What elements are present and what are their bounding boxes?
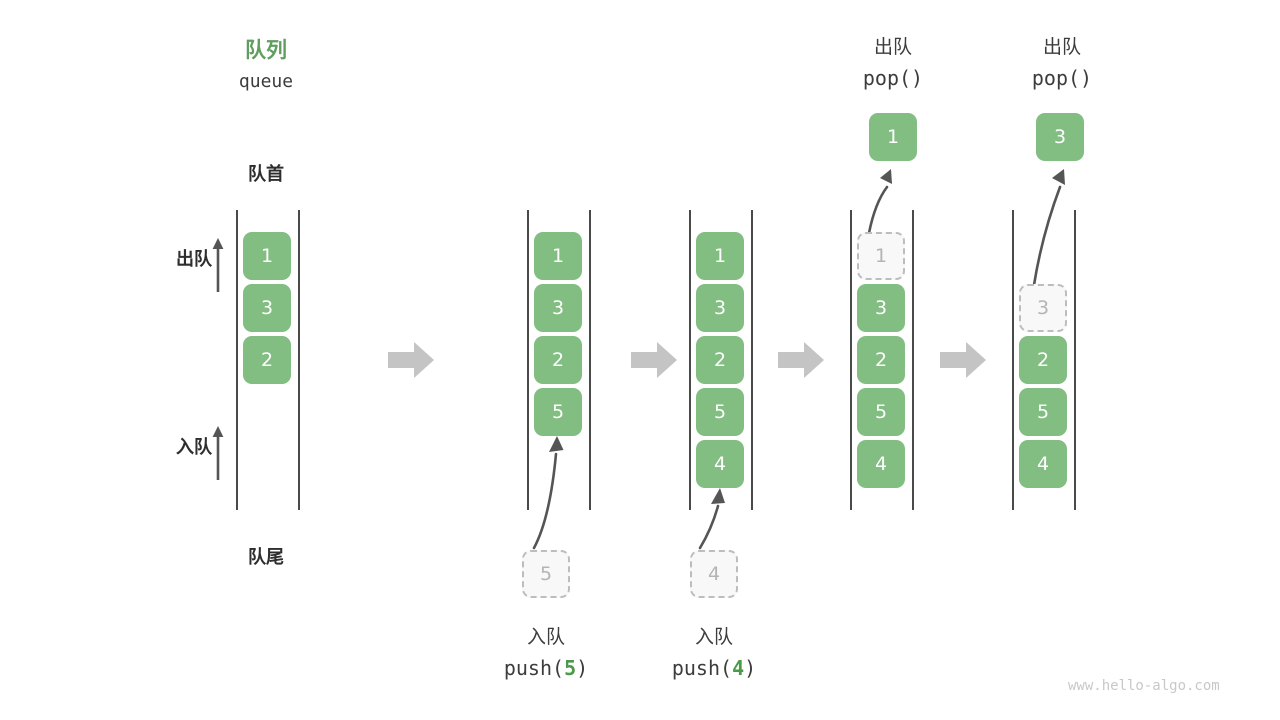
watermark: www.hello-algo.com <box>1068 678 1220 694</box>
step-transition-arrow-icon <box>388 340 434 380</box>
step-transition-arrow-icon <box>778 340 824 380</box>
pop-arrow-icon-3 <box>1018 165 1088 287</box>
push-caption-cn-5: 入队 <box>526 626 565 648</box>
queue-title-en: queue <box>238 71 294 92</box>
push-caption-cn-4: 入队 <box>694 626 733 648</box>
queue-cell: 2 <box>857 336 905 384</box>
pop-caption-code-1: pop() <box>862 66 924 90</box>
push-code-suffix-4: ) <box>744 656 757 680</box>
incoming-ghost-cell: 4 <box>690 550 738 598</box>
queue-rail-right-2 <box>589 210 591 510</box>
queue-cell: 4 <box>1019 440 1067 488</box>
popped-cell: 3 <box>1036 113 1084 161</box>
queue-cell: 5 <box>1019 388 1067 436</box>
queue-cell: 1 <box>243 232 291 280</box>
queue-cell: 3 <box>243 284 291 332</box>
queue-cell: 5 <box>696 388 744 436</box>
queue-title-cn: 队列 <box>245 38 287 62</box>
queue-cell-removed: 3 <box>1019 284 1067 332</box>
queue-cell: 2 <box>243 336 291 384</box>
queue-rail-right-5 <box>1074 210 1076 510</box>
push-code-prefix-4: push( <box>671 656 733 680</box>
push-code-prefix-5: push( <box>503 656 565 680</box>
queue-rail-right-1 <box>298 210 300 510</box>
queue-rail-left-5 <box>1012 210 1014 510</box>
push-code-arg-4: 4 <box>732 656 745 680</box>
dequeue-direction-label: 出队 <box>176 249 212 270</box>
step-transition-arrow-icon <box>631 340 677 380</box>
queue-cell: 2 <box>696 336 744 384</box>
dequeue-direction-arrow-icon <box>211 236 225 292</box>
push-code-arg-5: 5 <box>564 656 577 680</box>
queue-cell: 1 <box>534 232 582 280</box>
queue-rail-left-1 <box>236 210 238 510</box>
push-arrow-icon-4 <box>692 484 752 552</box>
queue-tail-label: 队尾 <box>248 547 284 568</box>
queue-rail-left-3 <box>689 210 691 510</box>
push-caption-code-5: push(5) <box>476 656 616 680</box>
queue-head-label: 队首 <box>248 164 284 185</box>
enqueue-direction-label: 入队 <box>176 437 212 458</box>
queue-rail-right-3 <box>751 210 753 510</box>
pop-caption-cn-3: 出队 <box>1042 36 1081 58</box>
queue-cell: 3 <box>696 284 744 332</box>
queue-cell: 5 <box>857 388 905 436</box>
pop-arrow-icon-1 <box>855 165 915 235</box>
push-code-suffix-5: ) <box>576 656 589 680</box>
push-caption-code-4: push(4) <box>644 656 784 680</box>
queue-cell-new: 4 <box>696 440 744 488</box>
queue-rail-left-2 <box>527 210 529 510</box>
queue-cell: 3 <box>534 284 582 332</box>
queue-cell-new: 5 <box>534 388 582 436</box>
popped-cell: 1 <box>869 113 917 161</box>
step-transition-arrow-icon <box>940 340 986 380</box>
push-arrow-icon-5 <box>524 432 584 552</box>
incoming-ghost-cell: 5 <box>522 550 570 598</box>
queue-cell: 4 <box>857 440 905 488</box>
queue-cell-removed: 1 <box>857 232 905 280</box>
queue-rail-right-4 <box>912 210 914 510</box>
queue-rail-left-4 <box>850 210 852 510</box>
pop-caption-cn-1: 出队 <box>873 36 912 58</box>
enqueue-direction-arrow-icon <box>211 424 225 480</box>
queue-cell: 2 <box>534 336 582 384</box>
pop-caption-code-3: pop() <box>1031 66 1093 90</box>
queue-cell: 3 <box>857 284 905 332</box>
queue-cell: 1 <box>696 232 744 280</box>
queue-cell: 2 <box>1019 336 1067 384</box>
